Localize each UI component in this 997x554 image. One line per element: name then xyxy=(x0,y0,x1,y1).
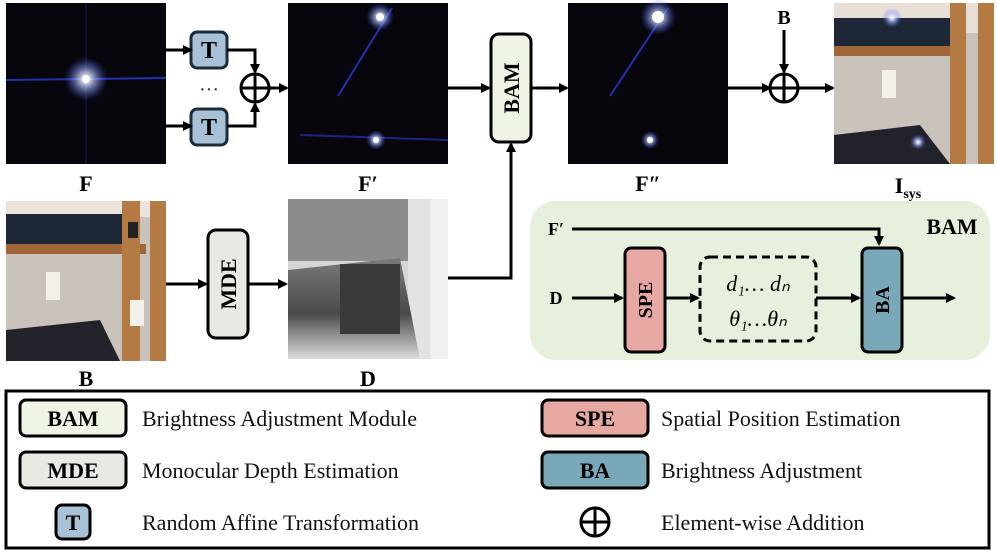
circle-plus-icon xyxy=(579,506,611,538)
svg-text:Brightness Adjustment: Brightness Adjustment xyxy=(661,458,862,483)
legend-item-mde: MDE Monocular Depth Estimation xyxy=(18,450,399,490)
label-F-prime: F′ xyxy=(358,171,378,196)
svg-text:BAM: BAM xyxy=(47,406,99,431)
distance-params: d₁… dₙ xyxy=(726,271,790,296)
svg-text:Spatial Position Estimation: Spatial Position Estimation xyxy=(661,406,901,431)
panel-input-D: D xyxy=(550,288,563,308)
svg-text:BAM: BAM xyxy=(499,62,524,114)
ba-block: BA xyxy=(860,246,904,354)
legend-item-spe: SPE Spatial Position Estimation xyxy=(540,398,901,438)
background-input-label: B xyxy=(777,7,790,29)
svg-text:MDE: MDE xyxy=(216,258,241,309)
svg-text:T: T xyxy=(201,115,217,141)
legend-item-addition: Element-wise Addition xyxy=(579,506,864,538)
circle-plus-icon xyxy=(768,72,800,104)
parameters-box: d₁… dₙ θ₁…θₙ xyxy=(698,255,818,343)
label-I-sys: Isys xyxy=(895,173,922,202)
flare-image-F-prime xyxy=(288,3,449,164)
angle-params: θ₁…θₙ xyxy=(729,306,787,331)
svg-text:SPE: SPE xyxy=(635,282,657,319)
spe-block: SPE xyxy=(623,246,667,354)
bam-block: BAM xyxy=(489,32,533,144)
panel-input-F-prime: F′ xyxy=(548,219,564,239)
bam-panel-title: BAM xyxy=(926,214,978,239)
depth-image-D xyxy=(288,199,448,359)
label-D: D xyxy=(360,366,376,391)
svg-text:T: T xyxy=(201,38,217,64)
label-B: B xyxy=(79,366,94,391)
legend-item-bam: BAM Brightness Adjustment Module xyxy=(18,398,417,438)
transform-block-top: T xyxy=(189,30,229,70)
svg-text:BA: BA xyxy=(872,286,894,314)
bam-detail-panel: BAM F′ D SPE d₁… dₙ θ₁…θₙ BA xyxy=(530,201,990,360)
legend: BAM Brightness Adjustment Module SPE Spa… xyxy=(4,389,991,550)
svg-text:Brightness Adjustment Module: Brightness Adjustment Module xyxy=(142,406,417,431)
svg-text:SPE: SPE xyxy=(575,406,615,431)
svg-text:BA: BA xyxy=(580,458,611,483)
svg-text:MDE: MDE xyxy=(47,458,98,483)
transform-block-bottom: T xyxy=(189,107,229,147)
svg-text:T: T xyxy=(66,510,81,535)
svg-text:Monocular Depth Estimation: Monocular Depth Estimation xyxy=(142,458,399,483)
flare-image-F-double-prime xyxy=(568,0,728,164)
output-image-I-sys xyxy=(834,3,994,164)
legend-item-t: T Random Affine Transformation xyxy=(54,503,419,541)
circle-plus-icon xyxy=(239,72,271,104)
label-F: F xyxy=(79,171,92,196)
ellipsis: ··· xyxy=(199,79,219,101)
background-image-B xyxy=(6,201,166,361)
svg-text:Random Affine Transformation: Random Affine Transformation xyxy=(142,510,419,535)
legend-item-ba: BA Brightness Adjustment xyxy=(540,450,862,490)
mde-block: MDE xyxy=(206,228,250,340)
label-F-double-prime: F″ xyxy=(635,171,661,196)
flare-image-F xyxy=(5,3,167,164)
svg-text:Element-wise Addition: Element-wise Addition xyxy=(661,510,864,535)
